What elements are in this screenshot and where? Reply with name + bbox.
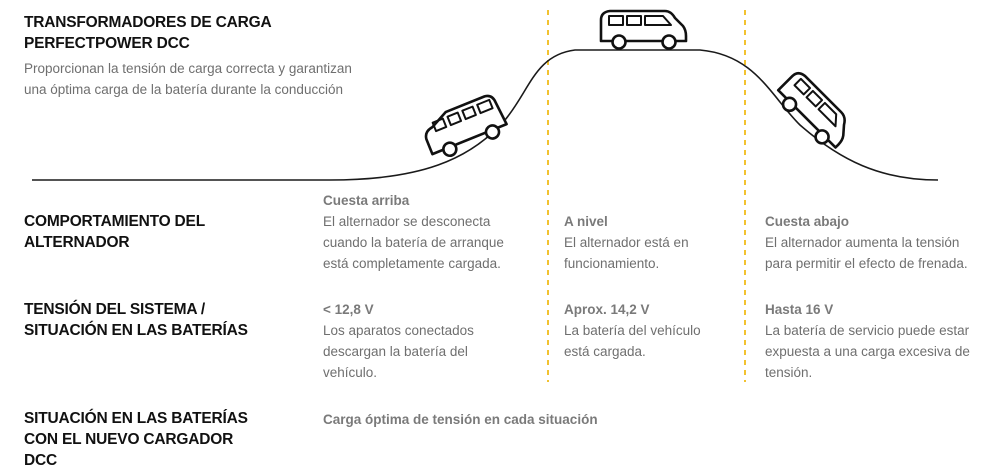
column-level: A nivel El alternador está en funcionami…	[564, 211, 689, 274]
voltage-level: Aprox. 14,2 V La batería del vehículo es…	[564, 299, 701, 362]
alternator-uphill-line-1: El alternador se desconecta	[323, 214, 491, 229]
voltage-downhill-line-2: expuesta a una carga excesiva de	[765, 344, 970, 359]
subtitle-line-1: Proporcionan la tensión de carga correct…	[24, 61, 352, 76]
voltage-downhill-line-1: La batería de servicio puede estar	[765, 323, 970, 338]
new-charger-result: Carga óptima de tensión en cada situació…	[323, 409, 598, 430]
voltage-downhill: Hasta 16 V La batería de servicio puede …	[765, 299, 970, 383]
new-charger-result-text: Carga óptima de tensión en cada situació…	[323, 412, 598, 427]
row-label-alternator: COMPORTAMIENTO DEL ALTERNADOR	[24, 211, 274, 253]
row-label-new-charger-line-1: SITUACIÓN EN LAS BATERÍAS	[24, 410, 248, 427]
row-label-new-charger-line-2: CON EL NUEVO CARGADOR	[24, 431, 234, 448]
row-label-new-charger: SITUACIÓN EN LAS BATERÍAS CON EL NUEVO C…	[24, 408, 274, 471]
page-title: TRANSFORMADORES DE CARGA PERFECTPOWER DC…	[24, 12, 344, 54]
column-downhill: Cuesta abajo El alternador aumenta la te…	[765, 211, 968, 274]
alternator-downhill-line-1: El alternador aumenta la tensión	[765, 235, 960, 250]
row-label-voltage-line-2: SITUACIÓN EN LAS BATERÍAS	[24, 322, 248, 339]
alternator-level-line-2: funcionamiento.	[564, 256, 660, 271]
van-level-icon	[599, 9, 688, 50]
alternator-downhill-line-2: para permitir el efecto de frenada.	[765, 256, 968, 271]
voltage-uphill-line-1: Los aparatos conectados	[323, 323, 474, 338]
voltage-level-line-2: está cargada.	[564, 344, 646, 359]
voltage-uphill-line-2: descargan la batería del	[323, 344, 468, 359]
voltage-uphill-line-3: vehículo.	[323, 365, 378, 380]
column-uphill-title: Cuesta arriba	[323, 193, 410, 208]
alternator-level-line-1: El alternador está en	[564, 235, 689, 250]
row-label-voltage-line-1: TENSIÓN DEL SISTEMA /	[24, 301, 205, 318]
row-label-alternator-line-2: ALTERNADOR	[24, 234, 130, 251]
alternator-uphill-line-3: está completamente cargada.	[323, 256, 501, 271]
column-level-title: A nivel	[564, 214, 608, 229]
voltage-level-line-1: La batería del vehículo	[564, 323, 701, 338]
voltage-uphill-value: < 12,8 V	[323, 302, 374, 317]
row-label-voltage: TENSIÓN DEL SISTEMA / SITUACIÓN EN LAS B…	[24, 299, 274, 341]
page-subtitle: Proporcionan la tensión de carga correct…	[24, 58, 404, 100]
voltage-level-value: Aprox. 14,2 V	[564, 302, 650, 317]
row-label-new-charger-line-3: DCC	[24, 452, 57, 469]
column-downhill-title: Cuesta abajo	[765, 214, 850, 229]
voltage-downhill-line-3: tensión.	[765, 365, 813, 380]
column-uphill: Cuesta arriba El alternador se desconect…	[323, 190, 504, 274]
road-line	[32, 49, 939, 181]
voltage-downhill-value: Hasta 16 V	[765, 302, 834, 317]
van-downhill-icon	[776, 71, 846, 149]
title-line-1: TRANSFORMADORES DE CARGA	[24, 14, 272, 31]
alternator-uphill-line-2: cuando la batería de arranque	[323, 235, 504, 250]
voltage-uphill: < 12,8 V Los aparatos conectados descarg…	[323, 299, 474, 383]
van-uphill-icon	[424, 94, 508, 158]
title-line-2: PERFECTPOWER DCC	[24, 35, 190, 52]
subtitle-line-2: una óptima carga de la batería durante l…	[24, 82, 343, 97]
row-label-alternator-line-1: COMPORTAMIENTO DEL	[24, 213, 205, 230]
